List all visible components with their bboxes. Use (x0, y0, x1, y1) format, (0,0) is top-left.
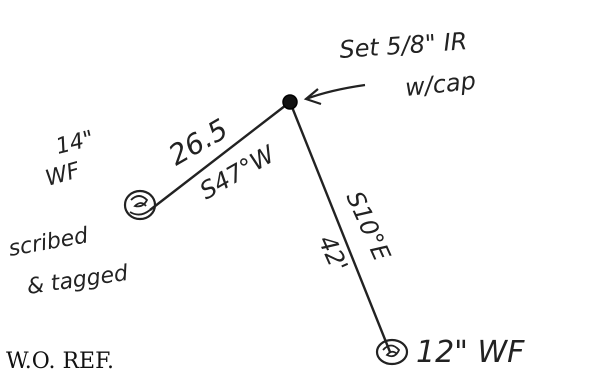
left-tree-size: 14" (53, 126, 96, 159)
left-tree-icon (123, 189, 157, 221)
pointer-arrow-icon (305, 83, 366, 101)
left-tree-note-line2: & tagged (25, 261, 130, 300)
line-to-left-tree (149, 101, 291, 211)
line-nw-distance: 26.5 (163, 112, 233, 172)
bottom-tree-label: 12" WF (416, 335, 525, 370)
monument-label-line2: w/cap (404, 67, 477, 102)
caption: W.O. REF. (6, 349, 114, 374)
left-tree-type: WF (43, 158, 83, 192)
left-tree-note-line1: scribed (7, 223, 91, 262)
bottom-tree-icon (375, 338, 409, 366)
pointer-arrowhead-icon (303, 88, 322, 106)
monument-dot-icon (282, 94, 298, 110)
monument-label: Set 5/8" IR (338, 27, 468, 64)
line-to-bottom-tree (288, 101, 392, 353)
line-se-distance: 42' (313, 231, 354, 276)
